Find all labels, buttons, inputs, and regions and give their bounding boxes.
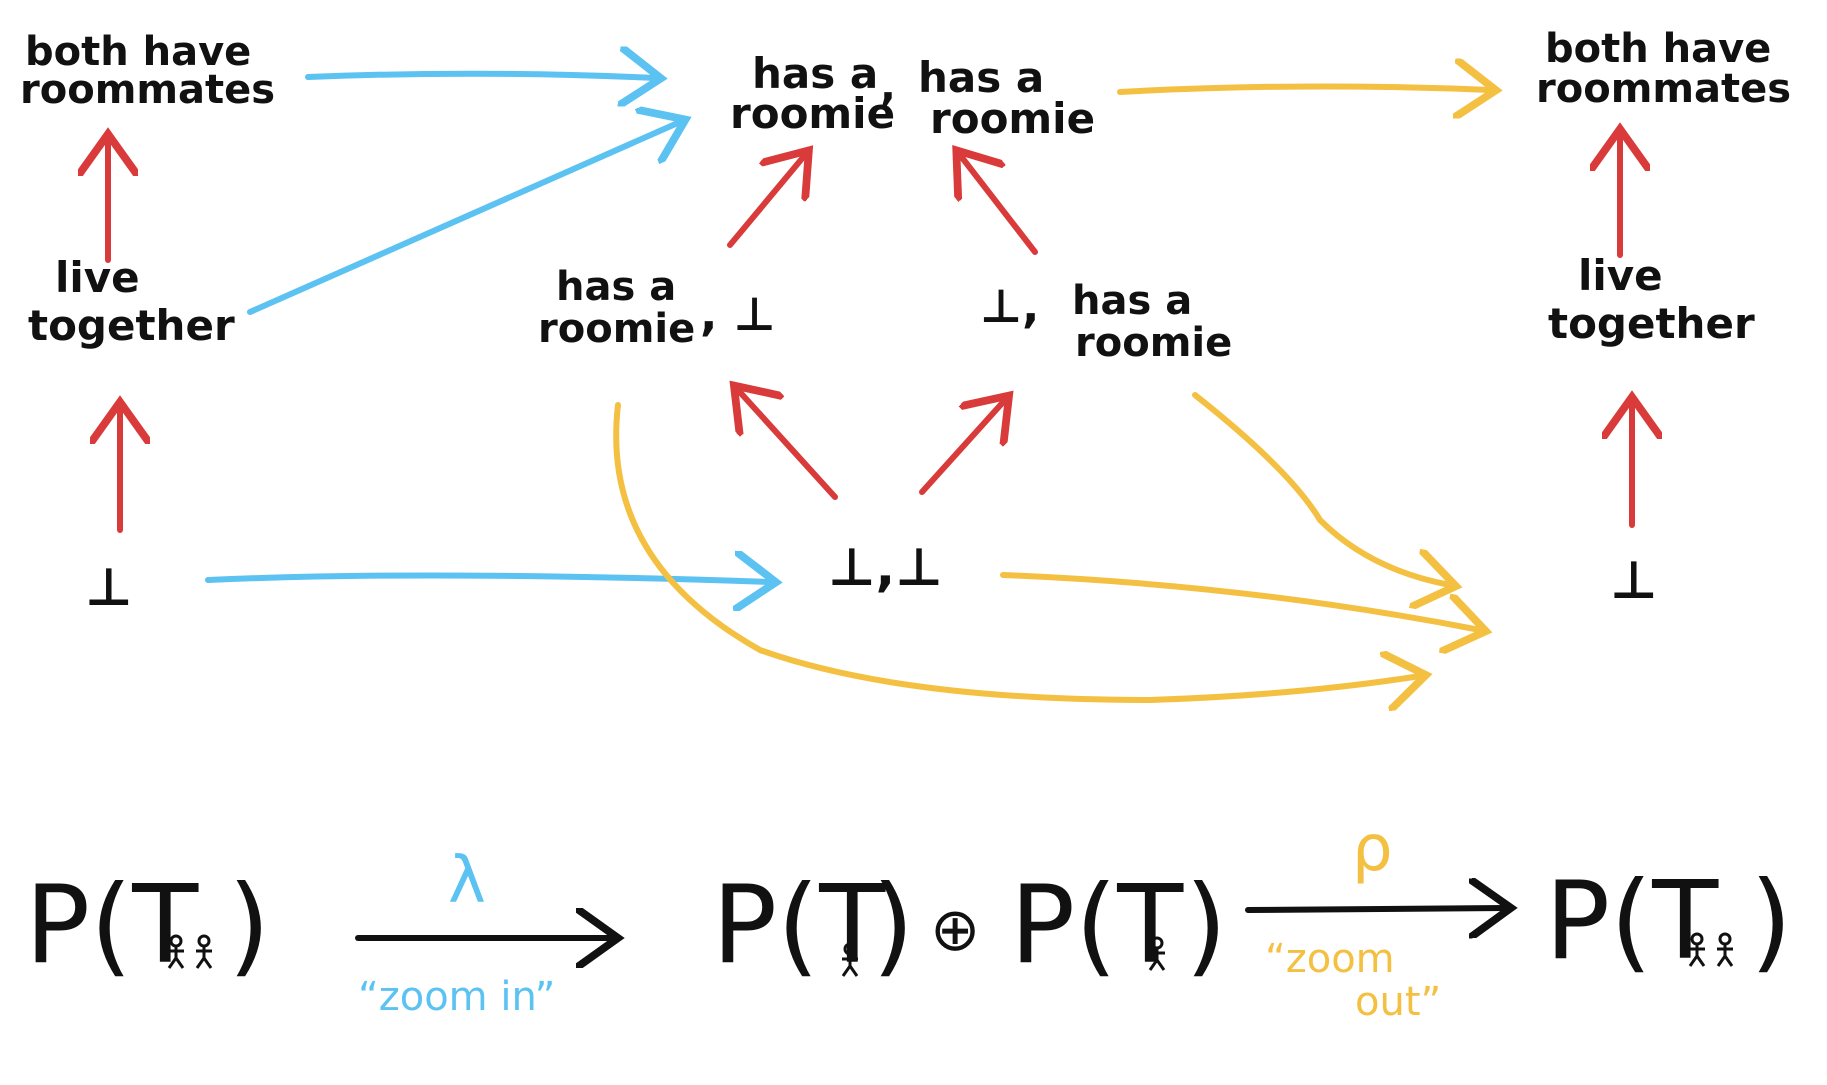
center-top-left-line1: has a — [752, 49, 878, 98]
formula-middle-b-close-paren: ) — [1185, 863, 1227, 988]
center-top-separator: , — [880, 61, 896, 110]
left-top-label-line2: roommates — [20, 67, 275, 113]
yellow-arrow-bottom-to-right-bottom — [1000, 572, 1480, 630]
center-top-left-line2: roomie — [730, 89, 895, 138]
blue-arrow-left-top-to-center-top — [305, 74, 655, 78]
formula-middle-b-p-t: P(T — [1010, 863, 1184, 988]
center-mid-right-line1: has a — [1072, 278, 1192, 324]
center-top-right-line2: roomie — [930, 94, 1095, 143]
yellow-arrow-center-top-to-right-top — [1117, 86, 1490, 92]
black-arrow-zoom-out — [1245, 908, 1505, 910]
zoom-out-label-line2: out” — [1355, 979, 1441, 1025]
left-bottom-bot: ⊥ — [85, 558, 133, 618]
formula-middle-a-close-paren: ) — [872, 863, 914, 988]
center-top-right-line1: has a — [918, 53, 1044, 102]
formula-middle-a-p-t: P(T — [712, 863, 886, 988]
zoom-in-label: “zoom in” — [358, 974, 555, 1020]
formula-right-close-paren: ) — [1750, 859, 1792, 984]
center-mid-right-bot: ⊥, — [980, 279, 1040, 333]
red-arrow-bottom-to-midleft — [738, 390, 838, 500]
center-mid-left-line2: roomie — [538, 306, 695, 352]
left-top-label-line1: both have — [25, 29, 251, 75]
center-mid-right-line2: roomie — [1075, 320, 1232, 366]
red-arrow-midright-to-topright — [960, 155, 1038, 255]
left-middle-label-line1: live — [55, 253, 140, 302]
center-bottom-bot-bot: ⊥,⊥ — [828, 538, 943, 598]
yellow-arrow-midleft-to-right-bottom — [613, 402, 1420, 700]
center-mid-left-bot: , ⊥ — [700, 287, 776, 341]
yellow-arrow-midright-to-right-bottom — [1192, 392, 1450, 585]
lambda-label: λ — [448, 844, 486, 918]
right-middle-label-line2: together — [1548, 299, 1755, 348]
center-mid-left-line1: has a — [556, 264, 676, 310]
right-top-label-line2: roommates — [1536, 66, 1791, 112]
right-bottom-bot: ⊥ — [1610, 551, 1658, 611]
right-middle-label-line1: live — [1578, 251, 1663, 300]
blue-arrow-left-bottom-to-center-bottom — [205, 575, 770, 582]
rho-label: ρ — [1352, 812, 1393, 886]
left-middle-label-line2: together — [28, 301, 235, 350]
blue-arrow-left-middle-to-center-top — [247, 122, 680, 315]
oplus-symbol: ⊕ — [930, 895, 980, 965]
red-arrow-bottom-to-midright — [919, 400, 1005, 495]
formula-right-p-t: P(T — [1545, 859, 1719, 984]
red-arrow-midleft-to-topleft — [727, 155, 805, 248]
zoom-out-label-line1: “zoom — [1265, 936, 1395, 982]
right-top-label-line1: both have — [1545, 26, 1771, 72]
formula-left-close-paren: ) — [228, 863, 270, 988]
formula-left-p-t: P(T — [25, 863, 199, 988]
